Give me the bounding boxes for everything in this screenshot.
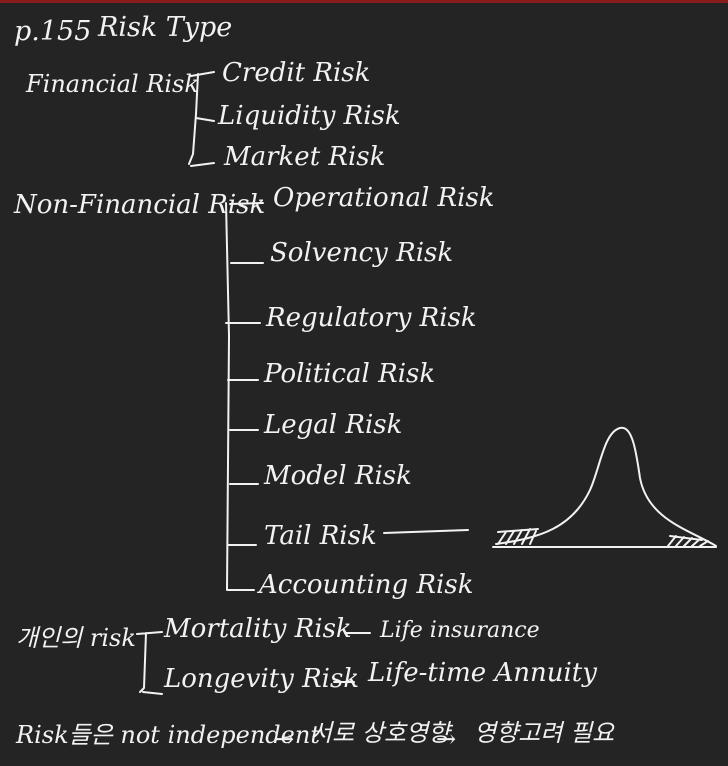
conclusion-arrow-1: → <box>274 725 295 753</box>
conclusion-result: 영향고려 필요 <box>474 719 615 747</box>
model-risk-item: Model Risk <box>264 461 412 491</box>
credit-risk-item: Credit Risk <box>222 58 371 88</box>
legal-risk-item: Legal Risk <box>264 410 403 440</box>
tail-link-line <box>383 529 469 534</box>
individual-risk-label: 개인의 risk <box>16 624 136 652</box>
operational-risk-item: Operational Risk <box>273 183 495 213</box>
solvency-risk-item: Solvency Risk <box>270 238 454 268</box>
page-reference: p.155 <box>14 16 92 47</box>
market-risk-item: Market Risk <box>224 142 386 172</box>
conclusion-arrow-2: → <box>436 725 457 753</box>
conclusion-subject: Risk들은 not independent <box>16 721 320 749</box>
non-financial-risk-label: Non-Financial Risk <box>14 190 266 220</box>
conclusion-middle: 서로 상호영향 <box>310 719 451 747</box>
mortality-risk-item: Mortality Risk <box>164 614 352 644</box>
individual-bracket <box>136 631 163 695</box>
financial-risk-label: Financial Risk <box>26 70 199 98</box>
accounting-risk-item: Accounting Risk <box>259 570 474 600</box>
non-financial-spine <box>225 202 230 591</box>
left-tail-hatch <box>497 528 539 545</box>
political-risk-item: Political Risk <box>264 359 436 389</box>
life-time-annuity-item: Life-time Annuity <box>368 658 597 688</box>
page-title: Risk Type <box>98 12 233 43</box>
regulatory-risk-item: Regulatory Risk <box>266 303 477 333</box>
life-insurance-item: Life insurance <box>380 618 540 643</box>
right-tail-hatch <box>667 535 709 547</box>
distribution-curve <box>495 426 717 547</box>
tail-risk-item: Tail Risk <box>264 521 377 551</box>
top-accent-bar <box>0 0 728 3</box>
longevity-risk-item: Longevity Risk <box>164 664 360 694</box>
liquidity-risk-item: Liquidity Risk <box>218 101 401 131</box>
